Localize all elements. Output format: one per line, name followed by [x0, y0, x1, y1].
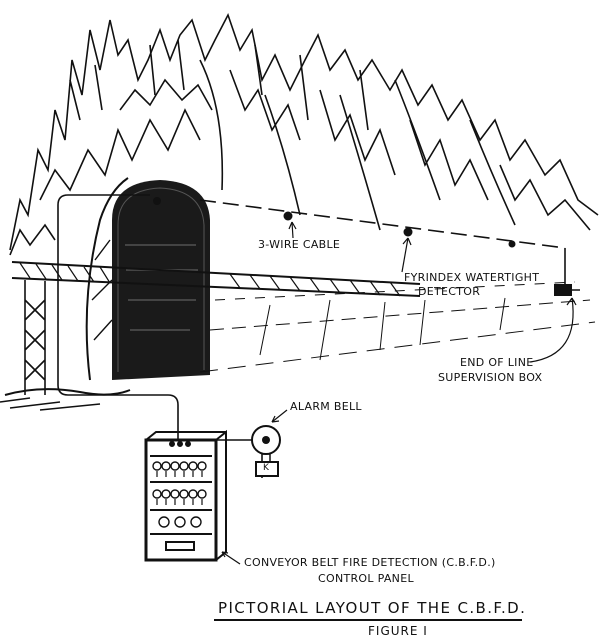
mountain-sketch: [9, 12, 599, 256]
tunnel-portal: [85, 177, 210, 381]
cable-label: 3-WIRE CABLE: [258, 238, 341, 251]
alarm-bell-label: ALARM BELL: [290, 400, 362, 413]
panel-label-line1: CONVEYOR BELT FIRE DETECTION (C.B.F.D.): [244, 556, 496, 569]
leader-arrows: [221, 221, 577, 565]
panel-label-line2: CONTROL PANEL: [318, 572, 414, 585]
cable-run: [57, 194, 566, 478]
end-of-line-box: [554, 284, 580, 296]
bell-box-label: K: [263, 463, 270, 473]
figure-title: PICTORIAL LAYOUT OF THE C.B.F.D.: [218, 599, 527, 617]
detector-label-line2: DETECTOR: [418, 285, 481, 298]
conveyor-trestle: [0, 261, 421, 411]
belt-perspective-lines: [199, 281, 596, 373]
eol-label-line1: END OF LINE: [460, 356, 534, 369]
fyrindex-detectors: [153, 197, 516, 248]
figure-number: FIGURE I: [368, 624, 428, 638]
alarm-bell-icon: [251, 425, 281, 477]
eol-label-line2: SUPERVISION BOX: [438, 371, 543, 384]
control-panel: [144, 429, 227, 562]
detector-label-line1: FYRINDEX WATERTIGHT: [404, 271, 540, 284]
